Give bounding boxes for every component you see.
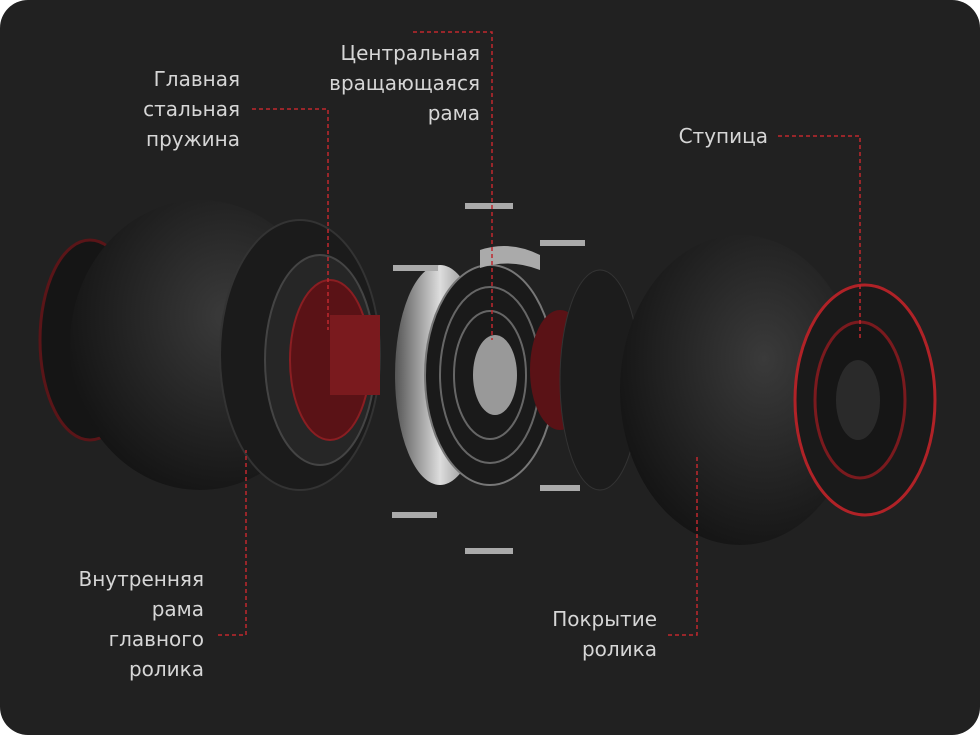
leader-lines: [218, 31, 861, 636]
label-hub: Ступица: [678, 124, 768, 148]
screws: [392, 203, 585, 554]
inner-frame: [264, 254, 380, 466]
leader-inner-frame: [218, 450, 247, 636]
central-frame: [395, 246, 556, 486]
label-main-steel-spring: Главная стальная пружина: [143, 67, 240, 151]
right-roller-cover: [620, 235, 937, 545]
hub-assembly: [530, 269, 641, 491]
label-inner-frame: Внутренняя рама главного ролика: [78, 567, 205, 681]
label-roller-cover: Покрытие ролика: [552, 607, 657, 661]
label-central-rotating-frame: Центральная вращающаяся рама: [329, 41, 480, 125]
leader-center-frame: [413, 31, 493, 340]
leader-cover: [668, 455, 698, 636]
leader-hub: [778, 135, 861, 340]
